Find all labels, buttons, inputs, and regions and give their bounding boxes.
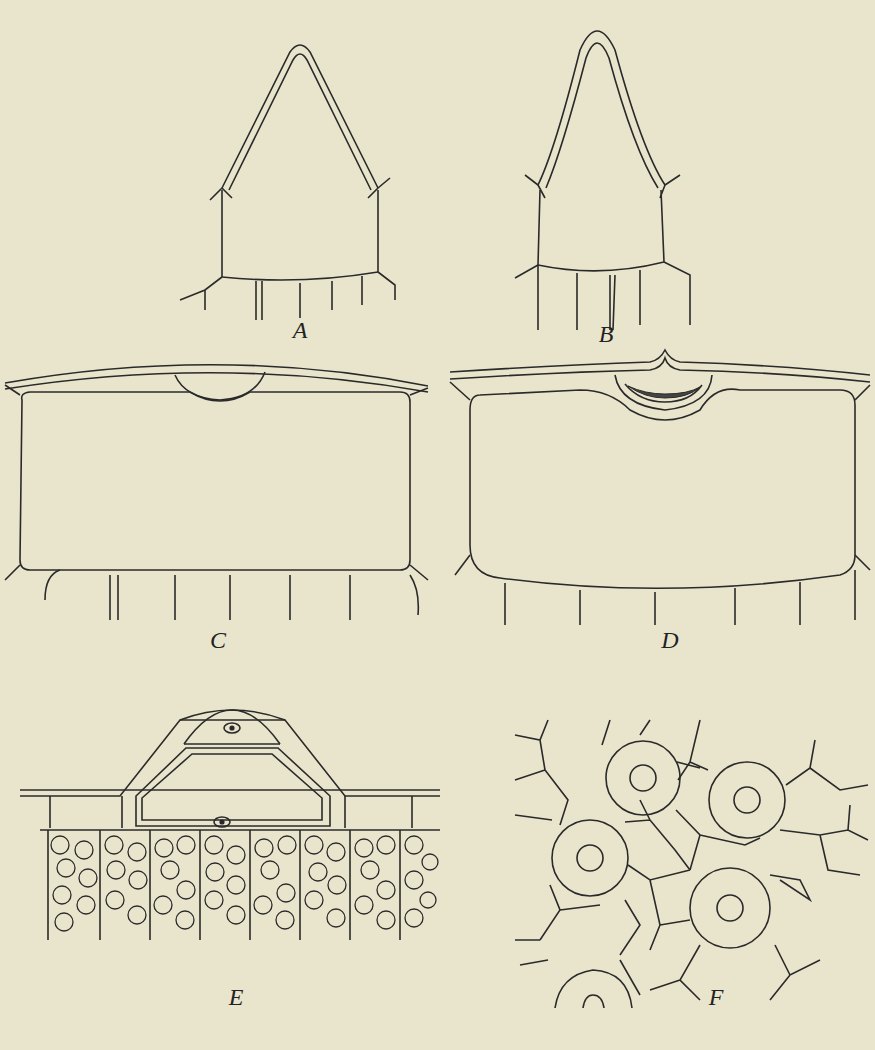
glandular-cell-e <box>20 710 440 940</box>
surface-view-f <box>515 720 868 1008</box>
figure-letter: D <box>661 628 678 652</box>
epidermis-c <box>5 365 428 620</box>
figure-letter: F <box>709 985 724 1009</box>
figure-letter: A <box>293 318 308 342</box>
figure-letter: B <box>599 322 614 346</box>
figure-letter: C <box>210 628 226 652</box>
epidermis-d <box>450 350 870 625</box>
hair-cell-b <box>515 31 690 330</box>
figure-letter: E <box>229 985 244 1009</box>
hair-cell-a <box>180 45 395 320</box>
